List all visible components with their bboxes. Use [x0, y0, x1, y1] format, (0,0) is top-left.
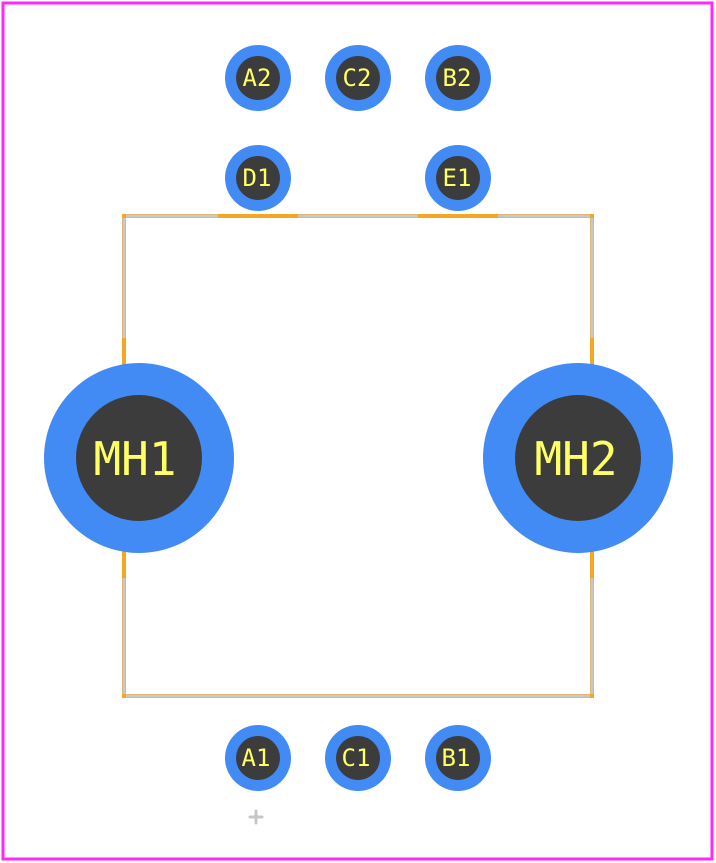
pad-c1[interactable]: C1: [325, 725, 391, 791]
mounting-hole-mh1[interactable]: MH1: [44, 363, 234, 553]
pad-label: A1: [242, 744, 271, 772]
pad-d1[interactable]: D1: [225, 145, 291, 211]
pad-b2[interactable]: B2: [425, 45, 491, 111]
pad-label: B1: [442, 744, 471, 772]
pad-e1[interactable]: E1: [425, 145, 491, 211]
pad-drill: [436, 156, 480, 200]
pad-label: E1: [443, 164, 472, 192]
pad-drill: [236, 56, 280, 100]
pad-drill: [336, 56, 380, 100]
pad-label: B2: [443, 64, 472, 92]
mounting-hole-drill: [515, 395, 641, 521]
origin-marker-icon: [248, 809, 264, 825]
pad-drill: [436, 56, 480, 100]
pad-drill: [236, 736, 280, 780]
pad-drill: [436, 736, 480, 780]
pad-c2[interactable]: C2: [325, 45, 391, 111]
pad-label: C2: [343, 64, 372, 92]
pad-drill: [336, 736, 380, 780]
mounting-hole-mh2[interactable]: MH2: [483, 363, 673, 553]
pad-label: A2: [243, 64, 272, 92]
pad-b1[interactable]: B1: [425, 725, 491, 791]
pad-label: C1: [342, 744, 371, 772]
pad-drill: [236, 156, 280, 200]
pad-a2[interactable]: A2: [225, 45, 291, 111]
mounting-hole-label: MH1: [93, 432, 176, 486]
pad-a1[interactable]: A1: [225, 725, 291, 791]
mounting-hole-label: MH2: [534, 432, 617, 486]
courtyard-segments: [122, 214, 594, 698]
mounting-hole-drill: [76, 395, 202, 521]
pad-label: D1: [243, 164, 272, 192]
